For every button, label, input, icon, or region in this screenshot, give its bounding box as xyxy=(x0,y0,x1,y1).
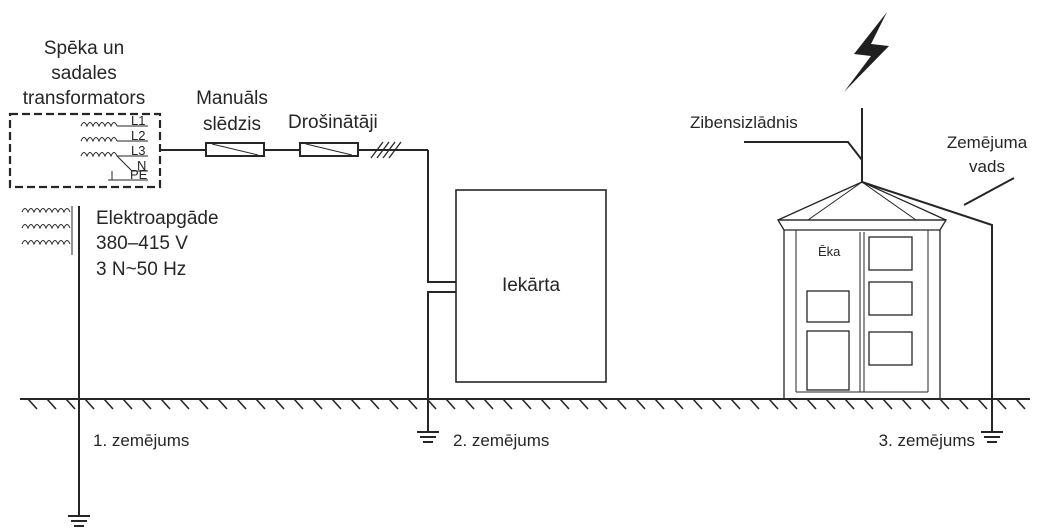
ground-hatch-mark xyxy=(673,398,684,410)
building-label: Ēka xyxy=(818,244,841,259)
ground-hatch-mark xyxy=(692,398,703,410)
ground-hatch-mark xyxy=(768,398,779,410)
ground-hatch-mark xyxy=(635,398,646,410)
ground-hatch-mark xyxy=(958,398,969,410)
ground-hatch-mark xyxy=(920,398,931,410)
lightning-rod-label: Zibensizlādnis xyxy=(690,113,798,132)
ground-hatch-mark xyxy=(559,398,570,410)
ground-hatch-mark xyxy=(996,398,1007,410)
svg-text:L1: L1 xyxy=(131,113,145,128)
ground-hatch-mark xyxy=(863,398,874,410)
ground-hatch-mark xyxy=(977,398,988,410)
equipment-feed-wire xyxy=(427,150,456,283)
ground-hatch-mark xyxy=(198,398,209,410)
ground-hatch-mark xyxy=(312,398,323,410)
ground-symbol-icon xyxy=(417,431,439,443)
ground-hatch-mark xyxy=(445,398,456,410)
ground-hatch-mark xyxy=(255,398,266,410)
fuses-label: Drošinātāji xyxy=(288,112,378,133)
transformer-title: Spēka un sadales transformators xyxy=(23,38,145,109)
lightning-rod-pointer xyxy=(744,141,863,161)
ground-symbol-icon xyxy=(68,515,90,527)
ground-hatch-mark xyxy=(464,398,475,410)
svg-text:PE: PE xyxy=(130,167,148,182)
ground-hatch-mark xyxy=(578,398,589,410)
manual-switch-label: Manuāls slēdzis xyxy=(196,88,268,135)
svg-text:Spēka un: Spēka un xyxy=(44,38,124,59)
ground-hatch-mark xyxy=(483,398,494,410)
ground-hatch-mark xyxy=(882,398,893,410)
ground-hatch-mark xyxy=(27,398,38,410)
ground-hatch-mark xyxy=(407,398,418,410)
ground-hatch-mark xyxy=(141,398,152,410)
svg-text:slēdzis: slēdzis xyxy=(203,114,261,135)
ground-hatch-mark xyxy=(616,398,627,410)
ground-hatch-mark xyxy=(293,398,304,410)
ground-hatch-mark xyxy=(730,398,741,410)
transformer-secondary-coil-icon xyxy=(80,122,148,181)
svg-text:L3: L3 xyxy=(131,143,145,158)
ground-hatch-mark xyxy=(597,398,608,410)
ground-hatch-mark xyxy=(122,398,133,410)
ground-wire-pointer xyxy=(963,177,1015,206)
equipment-label: Iekārta xyxy=(502,275,561,296)
lightning-bolt-icon xyxy=(844,12,889,92)
ground-hatch-mark xyxy=(825,398,836,410)
ground-hatch-mark xyxy=(160,398,171,410)
svg-text:Manuāls: Manuāls xyxy=(196,88,268,109)
equipment-box xyxy=(455,189,607,383)
building xyxy=(776,181,948,400)
svg-text:vads: vads xyxy=(969,157,1005,176)
ground-hatch-mark xyxy=(426,398,437,410)
ground-hatch-mark xyxy=(46,398,57,410)
ground-hatch-mark xyxy=(103,398,114,410)
ground-hatch-mark xyxy=(711,398,722,410)
ground-hatch-mark xyxy=(369,398,380,410)
ground-surface xyxy=(20,398,1030,410)
ground-hatch-mark xyxy=(844,398,855,410)
ground-hatch-mark xyxy=(217,398,228,410)
svg-text:Zemējuma: Zemējuma xyxy=(947,133,1028,152)
multi-conductor-marks xyxy=(370,141,402,159)
ground-hatch-mark xyxy=(787,398,798,410)
ground3-label: 3. zemējums xyxy=(879,431,975,450)
svg-text:Elektroapgāde: Elektroapgāde xyxy=(96,208,219,229)
ground-hatch-mark xyxy=(388,398,399,410)
ground1-label: 1. zemējums xyxy=(93,431,189,450)
svg-text:N: N xyxy=(137,158,146,173)
svg-text:sadales: sadales xyxy=(51,63,117,84)
ground-symbol-icon xyxy=(981,431,1003,443)
ground-hatch-mark xyxy=(939,398,950,410)
ground-hatch-mark xyxy=(65,398,76,410)
supply-spec-label: Elektroapgāde 380–415 V 3 N~50 Hz xyxy=(96,208,219,280)
transformer-terminal-labels: L1 L2 L3 N PE xyxy=(130,113,148,182)
svg-text:transformators: transformators xyxy=(23,88,145,109)
fuse-icon xyxy=(299,142,359,157)
ground-hatch-mark xyxy=(502,398,513,410)
ground-hatch-mark xyxy=(806,398,817,410)
ground-hatch-mark xyxy=(331,398,342,410)
ground-hatch-mark xyxy=(901,398,912,410)
svg-text:L2: L2 xyxy=(131,128,145,143)
ground-hatch-mark xyxy=(274,398,285,410)
ground-hatch-mark xyxy=(521,398,532,410)
ground-wire xyxy=(861,181,993,432)
ground-hatch-mark xyxy=(236,398,247,410)
ground2-wire xyxy=(427,291,456,432)
ground-hatch-mark xyxy=(350,398,361,410)
svg-text:3 N~50 Hz: 3 N~50 Hz xyxy=(96,259,186,280)
ground-wire-label: Zemējuma vads xyxy=(947,133,1028,176)
ground2-label: 2. zemējums xyxy=(453,431,549,450)
ground-hatch-mark xyxy=(179,398,190,410)
ground-hatch-mark xyxy=(540,398,551,410)
ground-hatch-mark xyxy=(749,398,760,410)
transformer-coil-icon xyxy=(21,206,80,255)
svg-text:380–415 V: 380–415 V xyxy=(96,233,188,254)
ground-hatch-mark xyxy=(654,398,665,410)
ground-hatch-mark xyxy=(1015,398,1026,410)
manual-switch-symbol xyxy=(205,142,265,157)
ground-hatch-mark xyxy=(84,398,95,410)
